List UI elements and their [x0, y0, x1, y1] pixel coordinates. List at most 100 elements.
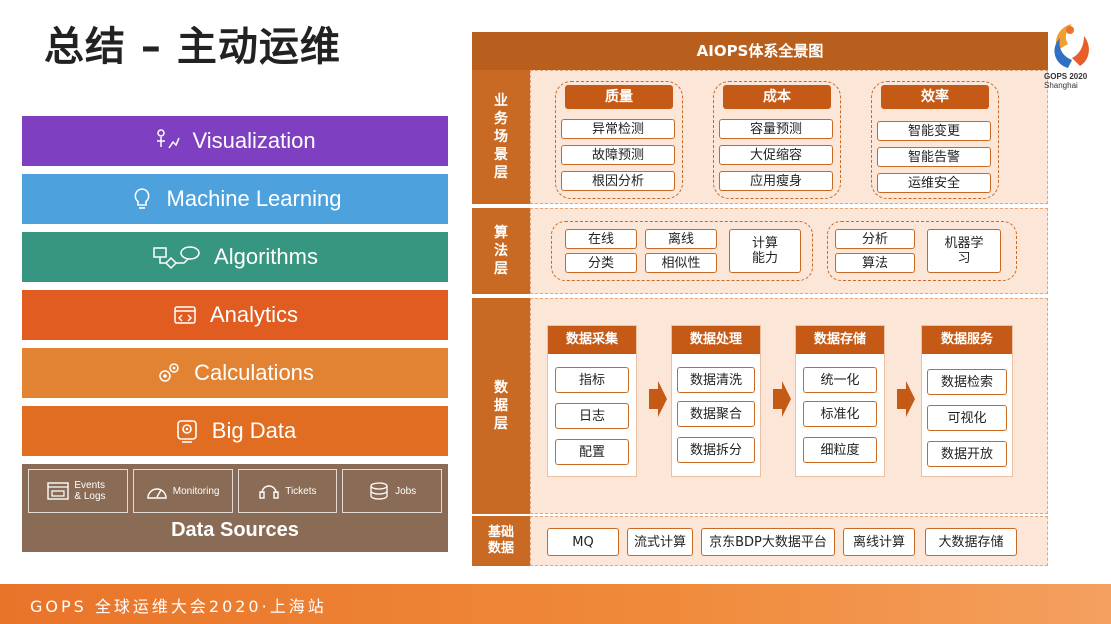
ds-label: Events & Logs	[74, 480, 106, 502]
arrow-right-icon	[649, 381, 667, 417]
algo-item: 分析	[835, 229, 915, 249]
group-compute	[551, 221, 813, 281]
section-label-text: 算法层	[494, 225, 508, 277]
section-body: 在线 离线 分类 相似性 计算能力 分析 算法 机器学习	[530, 208, 1048, 294]
group-head: 效率	[881, 85, 989, 109]
group-cost	[713, 81, 841, 199]
data-item: 数据清洗	[677, 367, 755, 393]
column-head: 数据服务	[922, 326, 1012, 354]
flowchart-icon	[152, 244, 202, 270]
layer-label: Machine Learning	[166, 186, 342, 211]
section-body: MQ 流式计算 京东BDP大数据平台 离线计算 大数据存储	[530, 516, 1048, 566]
layer-label: Big Data	[211, 418, 297, 443]
layer-machine-learning: Machine Learning	[22, 174, 448, 224]
group-head: 成本	[723, 85, 831, 109]
gops-logo-icon	[1054, 24, 1089, 68]
group-quality	[555, 81, 683, 199]
layer-label: Analytics	[209, 302, 299, 327]
footer-bar: GOPS 全球运维大会2020·上海站	[0, 584, 1111, 624]
algo-item: 分类	[565, 253, 637, 273]
section-label-text: 基础数据	[487, 525, 514, 556]
group-head: 质量	[565, 85, 673, 109]
section-label: 算法层	[472, 208, 530, 294]
data-sources-title: Data Sources	[171, 519, 299, 541]
ds-jobs: Jobs	[342, 469, 442, 513]
scenario-item: 大促缩容	[719, 145, 833, 165]
section-label: 数据层	[472, 298, 530, 514]
ds-label: Monitoring	[172, 485, 220, 497]
section-body: 质量 异常检测 故障预测 根因分析 成本 容量预测 大促缩容 应用瘦身 效率 智…	[530, 70, 1048, 204]
section-label: 基础数据	[472, 516, 530, 566]
page-title: 总结 – 主动运维	[44, 24, 341, 70]
arrow-right-icon	[773, 381, 791, 417]
panel-title: AIOPS体系全景图	[472, 32, 1048, 70]
business-layer: 业务场景层 质量 异常检测 故障预测 根因分析 成本 容量预测 大促缩容 应用瘦…	[472, 70, 1048, 204]
scenario-item: 故障预测	[561, 145, 675, 165]
data-item: 可视化	[927, 405, 1007, 431]
data-layer: 数据层 数据采集 指标 日志 配置 数据处理 数据清洗 数据聚合 数据拆分 数据…	[472, 298, 1048, 514]
base-item: 京东BDP大数据平台	[701, 528, 835, 556]
visualization-icon	[154, 128, 181, 154]
layer-visualization: Visualization	[22, 116, 448, 166]
scenario-item: 容量预测	[719, 119, 833, 139]
base-data-layer: 基础数据 MQ 流式计算 京东BDP大数据平台 离线计算 大数据存储	[472, 516, 1048, 566]
layer-algorithms: Algorithms	[22, 232, 448, 282]
logo-text: GOPS 2020 Shanghai	[1044, 72, 1087, 90]
ds-monitoring: Monitoring	[132, 469, 233, 513]
data-item: 数据拆分	[677, 437, 755, 463]
logo-line1: GOPS 2020	[1044, 72, 1088, 81]
data-item: 数据开放	[927, 441, 1007, 467]
database-icon	[174, 418, 200, 444]
algo-item: 算法	[835, 253, 915, 273]
section-label: 业务场景层	[472, 70, 530, 204]
column-head: 数据存储	[796, 326, 884, 354]
section-label-text: 数据层	[494, 380, 508, 432]
group-efficiency	[871, 81, 999, 199]
ds-tickets: Tickets	[237, 469, 338, 513]
headset-icon	[259, 485, 279, 499]
algo-item: 在线	[565, 229, 637, 249]
arrow-right-icon	[897, 381, 915, 417]
data-item: 标准化	[803, 401, 877, 427]
tech-stack: Visualization Machine Learning Algorithm…	[22, 116, 448, 552]
group-analysis	[827, 221, 1017, 281]
scenario-item: 智能变更	[877, 121, 991, 141]
data-item: 指标	[555, 367, 629, 393]
gears-icon	[156, 360, 182, 386]
scenario-item: 异常检测	[561, 119, 675, 139]
scenario-item: 智能告警	[877, 147, 991, 167]
layer-label: Visualization	[192, 128, 316, 153]
algo-item: 相似性	[645, 253, 717, 273]
layer-analytics: Analytics	[22, 290, 448, 340]
scenario-item: 应用瘦身	[719, 171, 833, 191]
gauge-icon	[147, 488, 167, 499]
algorithm-layer: 算法层 在线 离线 分类 相似性 计算能力 分析 算法 机器学习	[472, 208, 1048, 294]
base-item: 离线计算	[843, 528, 915, 556]
base-item: 流式计算	[627, 528, 693, 556]
logo-line2: Shanghai	[1044, 81, 1078, 90]
aiops-panel: AIOPS体系全景图 业务场景层 质量 异常检测 故障预测 根因分析 成本 容量…	[472, 32, 1048, 566]
data-item: 数据聚合	[677, 401, 755, 427]
column-head: 数据采集	[548, 326, 636, 354]
algo-item: 离线	[645, 229, 717, 249]
ds-events-logs: Events & Logs	[28, 469, 128, 513]
column-head: 数据处理	[672, 326, 760, 354]
layer-calculations: Calculations	[22, 348, 448, 398]
base-item: 大数据存储	[925, 528, 1017, 556]
data-item: 日志	[555, 403, 629, 429]
analytics-icon	[172, 302, 198, 328]
data-item: 数据检索	[927, 369, 1007, 395]
base-item: MQ	[547, 528, 619, 556]
data-item: 配置	[555, 439, 629, 465]
data-item: 统一化	[803, 367, 877, 393]
footer-text: GOPS 全球运维大会2020·上海站	[30, 597, 327, 616]
section-body: 数据采集 指标 日志 配置 数据处理 数据清洗 数据聚合 数据拆分 数据存储 统…	[530, 298, 1048, 514]
algo-item: 计算能力	[729, 229, 801, 273]
window-icon	[47, 482, 70, 500]
layer-big-data: Big Data	[22, 406, 448, 456]
data-sources-layer: Events & Logs Monitoring Tickets Jobs Da…	[22, 464, 448, 552]
scenario-item: 运维安全	[877, 173, 991, 193]
database-stack-icon	[370, 482, 388, 500]
layer-label: Algorithms	[214, 244, 318, 269]
ds-label: Tickets	[285, 485, 317, 497]
